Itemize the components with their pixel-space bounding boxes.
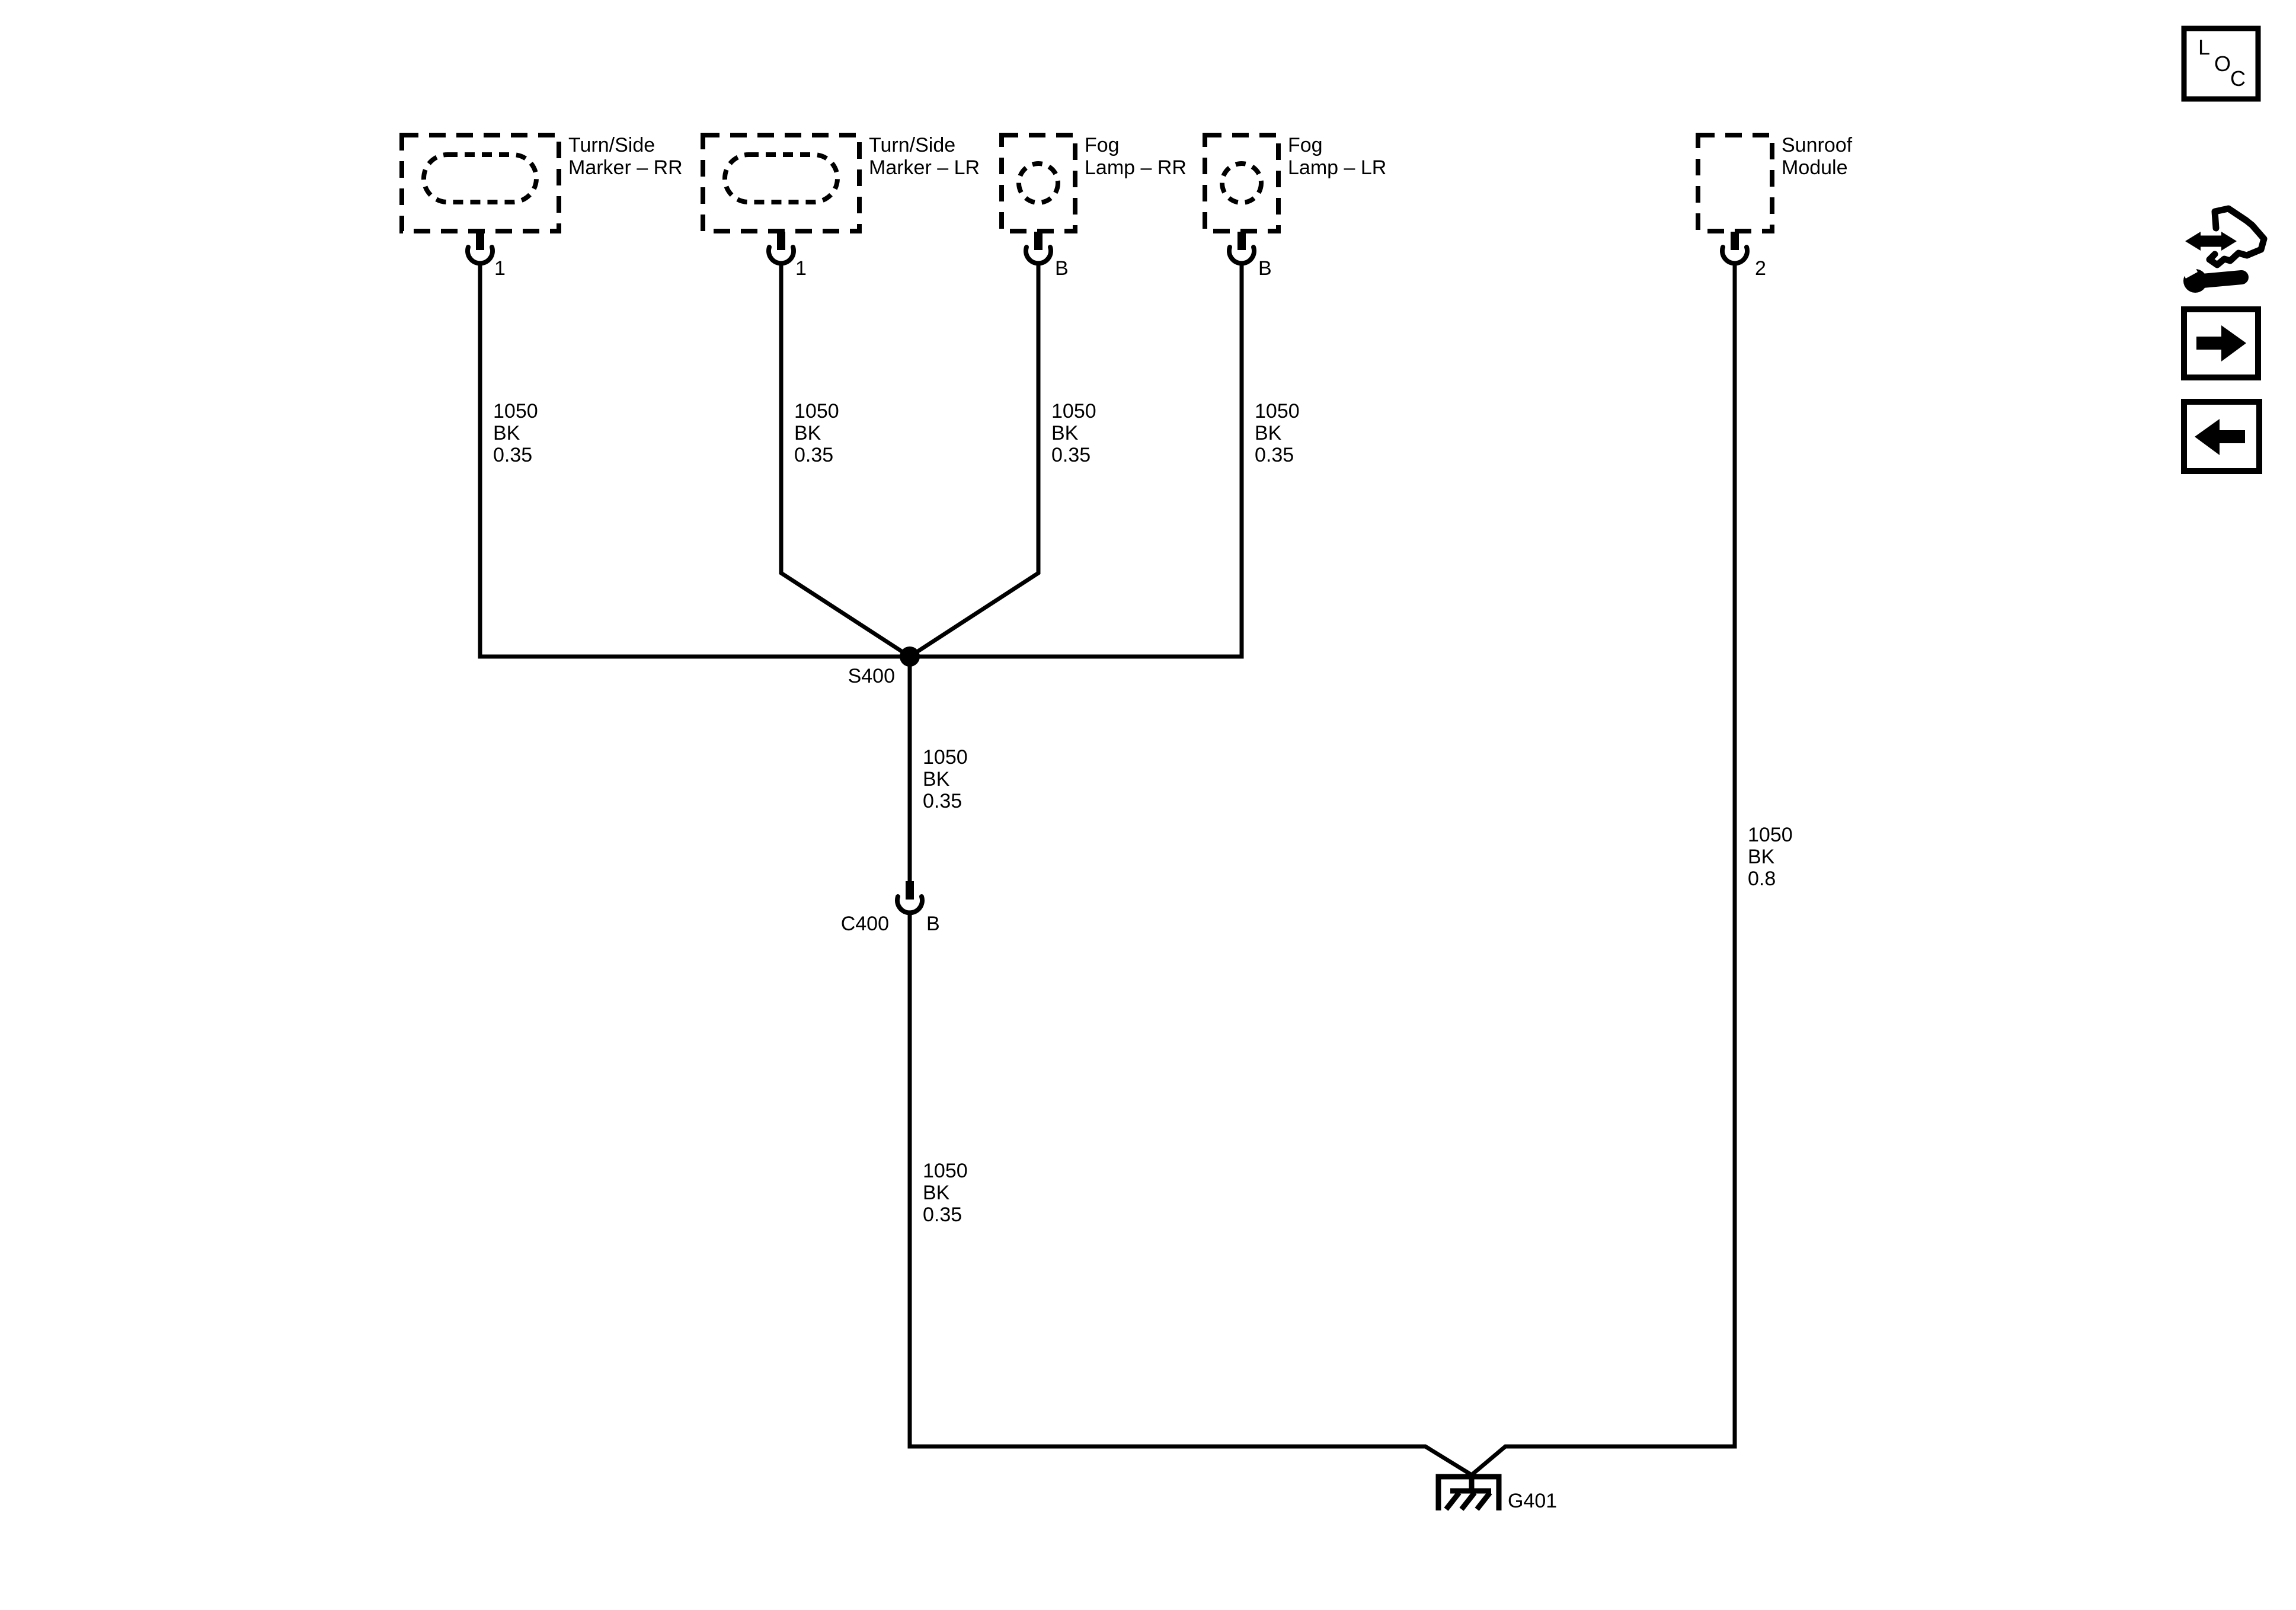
terminal-icon	[766, 232, 796, 266]
wire-label: 1050 BK 0.35	[794, 401, 839, 466]
connector-terminal-icon[interactable]	[895, 881, 925, 916]
wire-fog-lamp-rr	[909, 263, 1041, 658]
lamp-icon	[421, 152, 539, 204]
component-label-line: Lamp – RR	[1085, 156, 1187, 179]
wire-color: BK	[923, 1182, 950, 1204]
component-box-fog-lamp-rr[interactable]	[999, 133, 1077, 233]
pin-terminals	[465, 232, 1750, 266]
pin-label: 2	[1755, 257, 1766, 280]
wire-turn-side-marker-rr	[478, 263, 910, 659]
component-label-line: Fog	[1085, 134, 1120, 156]
wire-size: 0.35	[1051, 444, 1091, 466]
terminal-icon	[465, 232, 495, 266]
circuit-number: 1050	[923, 1160, 968, 1182]
loc-letter-c: C	[2230, 66, 2246, 91]
component-label-line: Module	[1782, 156, 1848, 179]
wire-label: 1050 BK 0.35	[493, 401, 538, 466]
wire-connector-to-ground	[907, 913, 1473, 1477]
connector-pin-label: B	[926, 913, 940, 935]
lamp-icon	[1016, 161, 1060, 205]
wire-label: 1050 BK 0.35	[923, 1160, 968, 1226]
wire-color: BK	[1051, 422, 1079, 444]
wire-color: BK	[1748, 846, 1775, 868]
circuit-number: 1050	[1051, 400, 1096, 422]
wire-size: 0.35	[1255, 444, 1294, 466]
next-arrow-button[interactable]	[2181, 306, 2261, 380]
circuit-number: 1050	[794, 400, 839, 422]
terminal-icon	[1227, 232, 1256, 266]
wire-label: 1050 BK 0.35	[1051, 401, 1096, 466]
pin-label: B	[1055, 257, 1069, 280]
component-box-fog-lamp-lr[interactable]	[1203, 133, 1281, 233]
component-boxes	[399, 133, 1774, 233]
component-label-line: Marker – LR	[869, 156, 980, 179]
component-label-line: Lamp – LR	[1288, 156, 1387, 179]
pin-label: B	[1258, 257, 1272, 280]
component-label-turn-side-marker-lr[interactable]: Turn/Side Marker – LR	[869, 134, 980, 179]
circuit-number: 1050	[1255, 400, 1300, 422]
loc-letter-l: L	[2198, 35, 2211, 59]
tool-icon[interactable]	[2179, 205, 2268, 293]
ground-icon[interactable]	[1435, 1473, 1502, 1511]
wire-label: 1050 BK 0.35	[923, 747, 968, 812]
wire-label: 1050 BK 0.35	[1255, 401, 1300, 466]
component-box-turn-side-marker-rr[interactable]	[399, 133, 561, 233]
wire-color: BK	[923, 768, 950, 790]
wire-turn-side-marker-lr	[779, 263, 911, 658]
wires	[478, 263, 1737, 1477]
wire-sunroof-to-ground	[1470, 263, 1737, 1477]
component-label-line: Turn/Side	[869, 134, 956, 156]
lamp-icon	[1220, 161, 1264, 205]
lamp-icon	[722, 152, 840, 204]
component-label-line: Sunroof	[1782, 134, 1853, 156]
wire-size: 0.35	[923, 790, 962, 812]
component-label-sunroof-module[interactable]: Sunroof Module	[1782, 134, 1852, 179]
wire-color: BK	[493, 422, 520, 444]
prev-arrow-button[interactable]	[2181, 399, 2262, 474]
component-box-turn-side-marker-lr[interactable]	[701, 133, 862, 233]
circuit-number: 1050	[923, 746, 968, 769]
pin-label: 1	[795, 257, 807, 280]
lamp-symbols	[421, 152, 1264, 205]
component-label-fog-lamp-lr[interactable]: Fog Lamp – LR	[1288, 134, 1386, 179]
wire-size: 0.8	[1748, 868, 1776, 890]
circuit-number: 1050	[493, 400, 538, 422]
component-label-fog-lamp-rr[interactable]: Fog Lamp – RR	[1085, 134, 1187, 179]
component-label-line: Marker – RR	[568, 156, 683, 179]
component-label-turn-side-marker-rr[interactable]: Turn/Side Marker – RR	[568, 134, 683, 179]
wire-fog-lamp-lr	[910, 263, 1244, 659]
splice-label[interactable]: S400	[848, 665, 895, 687]
loc-letter-o: O	[2214, 52, 2231, 76]
wire-color: BK	[1255, 422, 1282, 444]
wire-label: 1050 BK 0.8	[1748, 824, 1793, 890]
wire-color: BK	[794, 422, 821, 444]
component-label-line: Fog	[1288, 134, 1323, 156]
ground-label[interactable]: G401	[1508, 1490, 1558, 1512]
component-box-sunroof-module[interactable]	[1696, 133, 1774, 233]
terminal-icon	[1024, 232, 1053, 266]
wire-size: 0.35	[923, 1204, 962, 1226]
wire-size: 0.35	[794, 444, 834, 466]
pin-label: 1	[494, 257, 506, 280]
terminal-icon	[1720, 232, 1750, 266]
connector-label[interactable]: C400	[840, 913, 889, 935]
component-label-line: Turn/Side	[568, 134, 655, 156]
loc-badge-box[interactable]	[2181, 25, 2261, 102]
splice-dot[interactable]	[900, 646, 920, 667]
circuit-number: 1050	[1748, 824, 1793, 846]
wire-size: 0.35	[493, 444, 533, 466]
